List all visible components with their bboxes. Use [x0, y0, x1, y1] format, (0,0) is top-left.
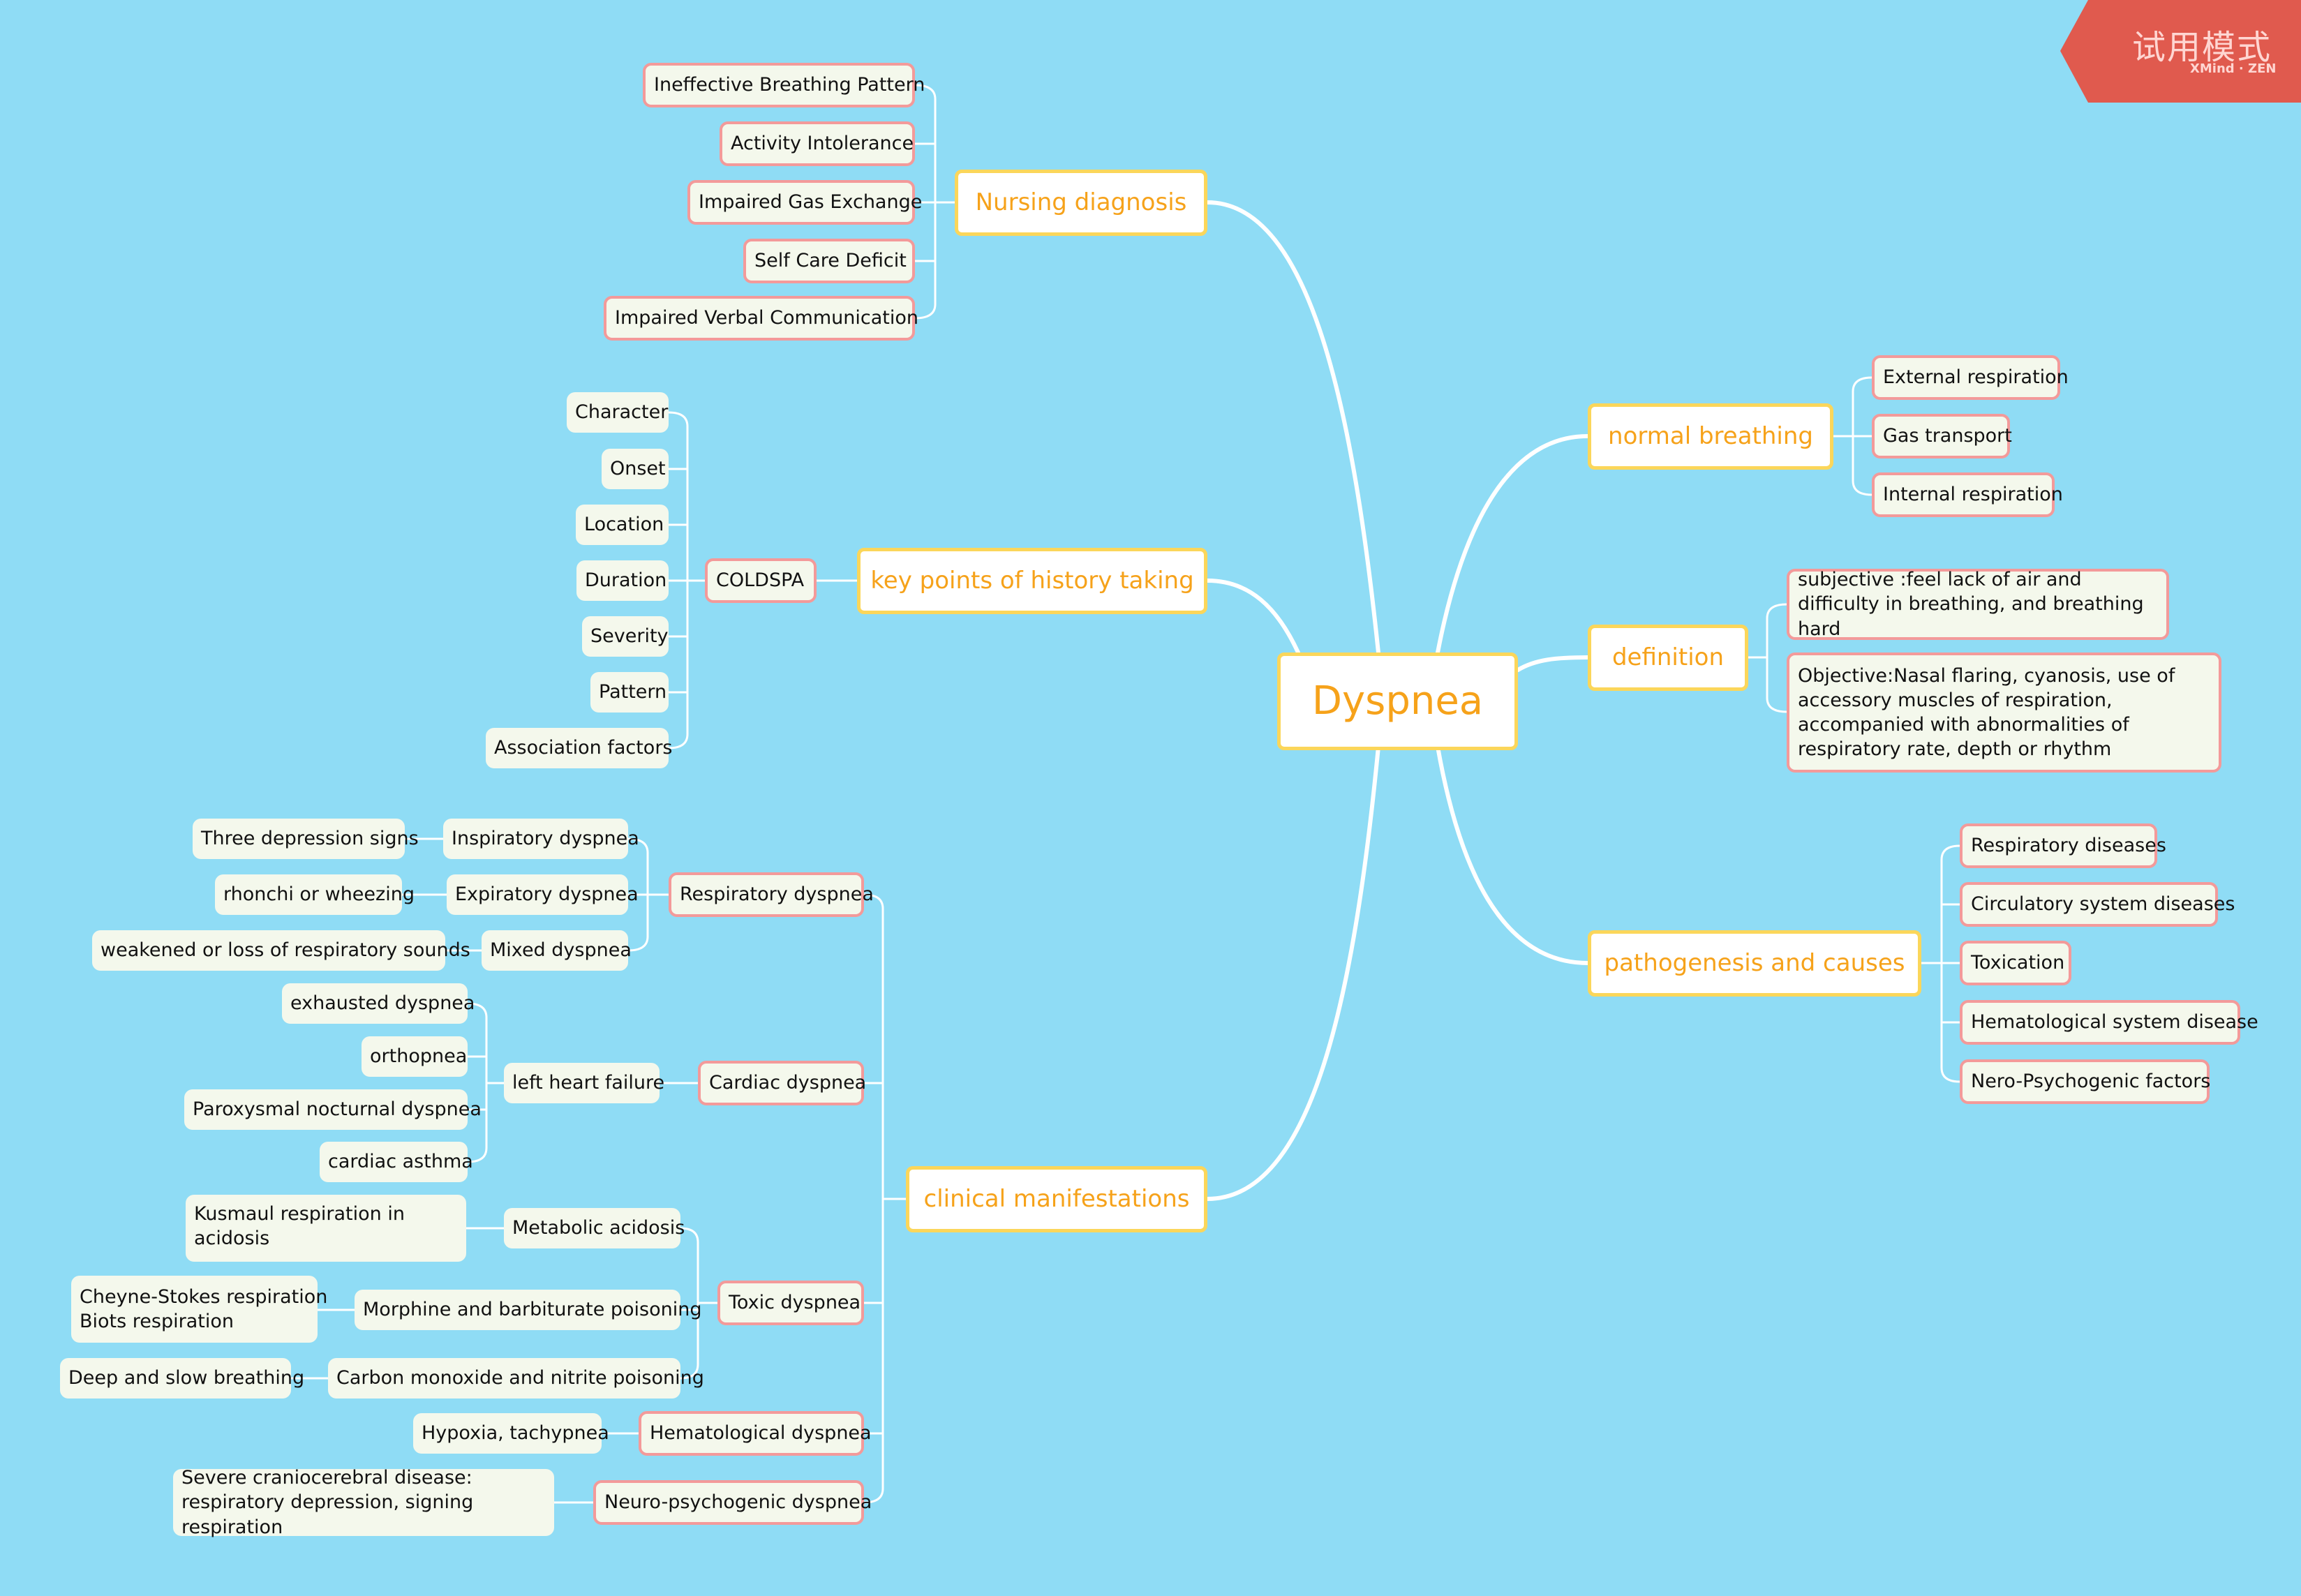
- hypoxia-tachypnea[interactable]: Hypoxia, tachypnea: [413, 1413, 609, 1454]
- link-nursing: [1205, 200, 1380, 655]
- orthopnea[interactable]: orthopnea: [362, 1036, 468, 1077]
- hematological-system-disease[interactable]: Hematological system disease: [1960, 1000, 2258, 1045]
- link-normal: [1436, 434, 1590, 655]
- nero-psychogenic-factors[interactable]: Nero-Psychogenic factors: [1960, 1059, 2210, 1104]
- toxic-dyspnea[interactable]: Toxic dyspnea: [717, 1281, 864, 1325]
- circulatory-system-diseases[interactable]: Circulatory system diseases: [1960, 882, 2235, 927]
- link-history: [1205, 579, 1300, 655]
- mixed-dyspnea[interactable]: Mixed dyspnea: [482, 930, 632, 971]
- paroxysmal-nocturnal-dyspnea[interactable]: Paroxysmal nocturnal dyspnea: [184, 1089, 482, 1130]
- respiratory-diseases[interactable]: Respiratory diseases: [1960, 823, 2166, 868]
- biots-line: Biots respiration: [80, 1311, 234, 1332]
- coldspa-pattern[interactable]: Pattern: [590, 672, 669, 713]
- link-clinical: [1205, 745, 1380, 1201]
- coldspa-severity[interactable]: Severity: [582, 616, 669, 657]
- gas-transport[interactable]: Gas transport: [1872, 414, 2012, 458]
- rhonchi-or-wheezing[interactable]: rhonchi or wheezing: [215, 874, 415, 915]
- coldspa-duration[interactable]: Duration: [576, 560, 669, 601]
- definition-subjective[interactable]: subjective :feel lack of air and difficu…: [1787, 569, 2169, 640]
- exhausted-dyspnea[interactable]: exhausted dyspnea: [282, 983, 475, 1024]
- coldspa-node[interactable]: COLDSPA: [705, 558, 817, 603]
- coldspa-location[interactable]: Location: [576, 505, 669, 545]
- severe-craniocerebral-disease[interactable]: Severe craniocerebral disease: respirato…: [173, 1467, 554, 1538]
- trial-mode-label: 试用模式: [2132, 28, 2272, 67]
- topic-history-taking[interactable]: key points of history taking: [857, 548, 1207, 614]
- neuro-psychogenic-dyspnea[interactable]: Neuro-psychogenic dyspnea: [593, 1480, 872, 1525]
- toxication[interactable]: Toxication: [1960, 941, 2071, 985]
- metabolic-acidosis[interactable]: Metabolic acidosis: [504, 1208, 685, 1248]
- kusmaul-respiration[interactable]: Kusmaul respiration in acidosis: [186, 1195, 466, 1262]
- nursing-item-ineffective-breathing[interactable]: Ineffective Breathing Pattern: [643, 63, 925, 107]
- carbon-monoxide-nitrite-poisoning[interactable]: Carbon monoxide and nitrite poisoning: [328, 1358, 704, 1399]
- coldspa-association-factors[interactable]: Association factors: [486, 728, 673, 768]
- inspiratory-dyspnea[interactable]: Inspiratory dyspnea: [443, 819, 639, 859]
- coldspa-onset[interactable]: Onset: [602, 449, 669, 489]
- three-depression-signs[interactable]: Three depression signs: [193, 819, 419, 859]
- internal-respiration[interactable]: Internal respiration: [1872, 472, 2063, 517]
- morphine-barbiturate-poisoning[interactable]: Morphine and barbiturate poisoning: [355, 1290, 702, 1330]
- left-heart-failure[interactable]: left heart failure: [504, 1063, 664, 1103]
- nursing-item-self-care-deficit[interactable]: Self Care Deficit: [743, 239, 915, 283]
- topic-nursing-diagnosis[interactable]: Nursing diagnosis: [955, 170, 1207, 236]
- topic-pathogenesis-causes[interactable]: pathogenesis and causes: [1588, 930, 1921, 997]
- external-respiration[interactable]: External respiration: [1872, 355, 2069, 400]
- weakened-respiratory-sounds[interactable]: weakened or loss of respiratory sounds: [92, 930, 470, 971]
- nursing-item-activity-intolerance[interactable]: Activity Intolerance: [720, 121, 915, 166]
- trial-mode-badge: [2060, 0, 2301, 103]
- cheyne-stokes-line: Cheyne-Stokes respiration: [80, 1285, 328, 1308]
- topic-clinical-manifestations[interactable]: clinical manifestations: [906, 1166, 1207, 1232]
- deep-slow-breathing[interactable]: Deep and slow breathing: [60, 1358, 304, 1399]
- root-topic-dyspnea[interactable]: Dyspnea: [1277, 652, 1518, 750]
- topic-normal-breathing[interactable]: normal breathing: [1588, 403, 1833, 470]
- nursing-item-impaired-gas-exchange[interactable]: Impaired Gas Exchange: [687, 180, 922, 225]
- topic-definition[interactable]: definition: [1588, 625, 1748, 691]
- cheyne-stokes-biots[interactable]: Cheyne-Stokes respiration Biots respirat…: [71, 1276, 327, 1343]
- coldspa-character[interactable]: Character: [567, 392, 669, 433]
- link-pathogenesis: [1436, 745, 1590, 965]
- link-definition: [1516, 655, 1590, 672]
- definition-objective[interactable]: Objective:Nasal flaring, cyanosis, use o…: [1787, 652, 2221, 773]
- expiratory-dyspnea[interactable]: Expiratory dyspnea: [447, 874, 639, 915]
- hematological-dyspnea[interactable]: Hematological dyspnea: [639, 1411, 872, 1456]
- cardiac-asthma[interactable]: cardiac asthma: [320, 1142, 473, 1182]
- cardiac-dyspnea[interactable]: Cardiac dyspnea: [698, 1061, 866, 1105]
- respiratory-dyspnea[interactable]: Respiratory dyspnea: [669, 872, 874, 917]
- xmind-zen-label: XMind · ZEN: [2190, 61, 2277, 76]
- nursing-item-impaired-verbal-communication[interactable]: Impaired Verbal Communication: [604, 296, 918, 341]
